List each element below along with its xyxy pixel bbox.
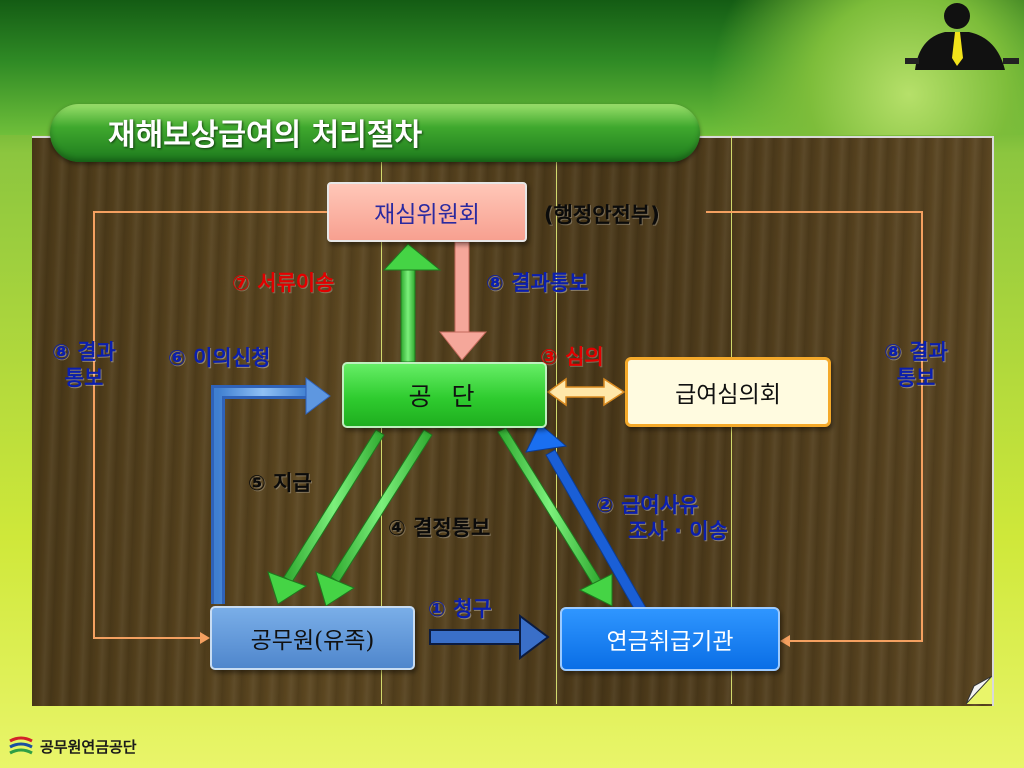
org-name: 공무원연금공단	[40, 737, 137, 756]
step1-label: ① 청구	[428, 597, 492, 621]
page-curl-icon	[966, 676, 992, 704]
decision-notice-arrow	[330, 429, 433, 583]
step8-right-label: ⑧ 결과 통보	[884, 340, 948, 390]
org-logo-icon	[9, 736, 33, 755]
review-double-arrow	[546, 377, 626, 407]
step8-top-label: ⑧ 결과통보	[486, 271, 589, 295]
step3-label: ③ 심의	[540, 345, 604, 369]
review-committee-box: 재심위원회	[327, 182, 527, 242]
benefit-committee-box: 급여심의회	[625, 357, 831, 427]
handling-office-box: 연금취급기관	[560, 607, 780, 671]
grid-divider	[556, 136, 557, 704]
step2-label: ② 급여사유 조사 · 이송	[596, 493, 728, 543]
ministry-label: (행정안전부)	[544, 203, 660, 227]
step4-label: ④ 결정통보	[388, 516, 491, 540]
step7-label: ⑦ 서류이송	[232, 271, 335, 295]
step6-label: ⑥ 이의신청	[168, 346, 271, 370]
title-banner	[50, 104, 700, 162]
feedback-line-left	[93, 211, 327, 639]
page-title: 재해보상급여의 처리절차	[108, 118, 423, 153]
result-notice-arrow	[454, 241, 470, 335]
feedback-arrowhead-right	[780, 635, 790, 647]
businessman-silhouette-icon	[905, 3, 1019, 70]
step5-label: ⑤ 지급	[248, 471, 312, 495]
agency-box: 공 단	[342, 362, 547, 428]
org-logo: 공무원연금공단	[8, 735, 137, 757]
feedback-line-right	[706, 211, 923, 642]
step8-left-label: ⑧ 결과 통보	[52, 340, 116, 390]
feedback-arrowhead-left	[200, 632, 210, 644]
document-transfer-arrow	[400, 267, 416, 363]
payment-arrow	[283, 429, 385, 583]
claim-arrow	[429, 629, 523, 645]
claimant-box: 공무원(유족)	[210, 606, 415, 670]
